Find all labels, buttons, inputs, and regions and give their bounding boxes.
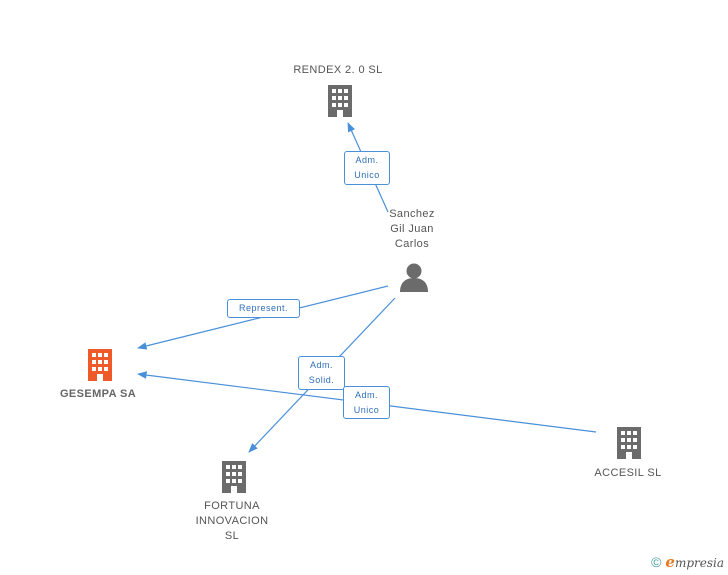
company-name-line[interactable]: INNOVACION	[195, 515, 269, 527]
building-icon[interactable]	[617, 427, 641, 459]
edge-tag-represent: Represent.	[227, 299, 300, 318]
node-label-accesil[interactable]: ACCESIL SL	[582, 466, 674, 481]
node-label-gesempa[interactable]: GESEMPA SA	[44, 387, 152, 402]
edge-tag-line: Adm.	[309, 360, 333, 370]
edge-tag-adm-unico-top: Adm. Unico	[344, 151, 390, 185]
edge-tag-adm-unico-bottom: Adm. Unico	[343, 386, 390, 419]
company-name[interactable]: RENDEX 2. 0 SL	[293, 64, 383, 76]
edge-tag-adm-solid: Adm. Solid.	[298, 356, 345, 390]
company-name-line[interactable]: FORTUNA	[204, 500, 260, 512]
node-label-rendex[interactable]: RENDEX 2. 0 SL	[280, 63, 396, 78]
edge-tag-line: Unico	[353, 405, 380, 415]
edge-tag-line: Adm.	[354, 390, 378, 400]
node-label-person[interactable]: Sanchez Gil Juan Carlos	[372, 207, 452, 252]
company-name[interactable]: ACCESIL SL	[594, 467, 662, 479]
building-icon[interactable]	[222, 461, 246, 493]
copyright-symbol: ©	[651, 554, 662, 570]
brand-wordmark: empresia	[665, 553, 724, 571]
person-name-line[interactable]: Sanchez	[389, 208, 435, 220]
person-icon[interactable]	[400, 263, 428, 293]
brand-logo[interactable]: © empresia	[651, 553, 724, 571]
company-name-line[interactable]: SL	[224, 530, 240, 542]
person-name-line[interactable]: Gil Juan	[390, 223, 434, 235]
person-name-line[interactable]: Carlos	[394, 238, 430, 250]
building-icon[interactable]	[88, 349, 112, 381]
edge-tag-line: Solid.	[308, 375, 335, 385]
building-icon[interactable]	[328, 85, 352, 117]
edge-tag-line: Adm.	[355, 155, 379, 165]
edge-tag-line: Represent.	[238, 303, 289, 313]
node-label-fortuna[interactable]: FORTUNA INNOVACION SL	[182, 499, 282, 544]
company-name[interactable]: GESEMPA SA	[59, 388, 137, 400]
edge-tag-line: Unico	[354, 170, 380, 180]
